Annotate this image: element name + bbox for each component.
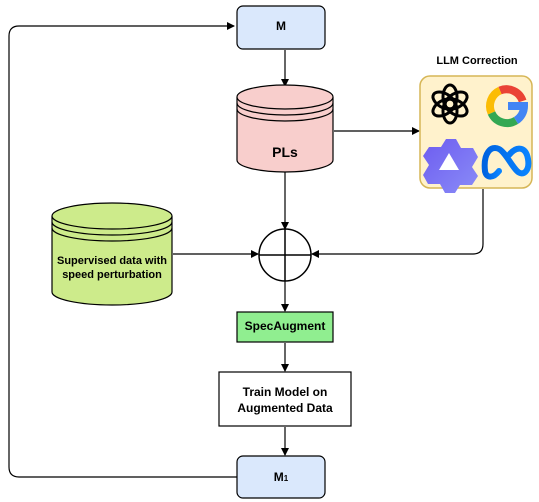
pls-label: PLs xyxy=(272,144,298,160)
openai-icon xyxy=(431,83,469,125)
m-top-label: M xyxy=(276,19,286,33)
edges xyxy=(8,22,484,478)
pls-database xyxy=(236,84,334,173)
m-bottom-subscript: 1 xyxy=(283,474,289,483)
train-box xyxy=(218,371,352,427)
m-bottom-box xyxy=(236,455,326,499)
m-bottom-letter: M xyxy=(273,470,284,484)
combine-operator xyxy=(258,228,312,282)
m-top-box xyxy=(236,5,326,50)
train-label: Train Model on Augmented Data xyxy=(237,385,333,415)
supervised-database xyxy=(51,202,173,306)
google-icon xyxy=(486,85,529,128)
edge-llm-to-combine xyxy=(311,189,484,258)
meta-icon xyxy=(481,145,532,180)
llm-panel-title: LLM Correction xyxy=(436,55,518,67)
supervised-label: Supervised data with speed perturbation xyxy=(56,255,168,281)
specaugment-label: SpecAugment xyxy=(244,319,326,333)
m-bottom-label: M1 xyxy=(237,470,325,484)
edge-m1-feedback-to-m xyxy=(8,22,237,478)
qwen-icon xyxy=(423,139,478,193)
specaugment-box xyxy=(236,311,334,343)
